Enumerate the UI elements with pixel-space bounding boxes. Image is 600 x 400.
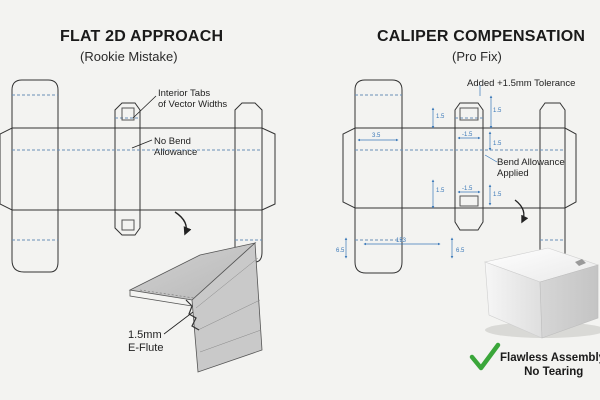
right-dieline [342,79,577,274]
dim-label: 6.5 [456,248,465,254]
interior-tabs-callout: Interior Tabs of Vector Widths [158,88,228,110]
left-dieline [0,79,276,273]
flute-callout: 1.5mm E-Flute [128,329,164,354]
tabs-leader [132,95,157,119]
dim-label: 3.5 [372,133,381,139]
dim-label: 1.5 [493,108,502,114]
no-bend-callout: No Bend Allowance [154,136,198,158]
dim-label: -1.5 [462,132,473,138]
bend-allowance-callout: Bend Allowance Applied [497,157,565,179]
dimension-labels: 3.5 -1.5 1.5 1.5 -1.5 1.5 1.5 153 6.5 6.… [336,108,502,254]
dim-label: -1.5 [462,186,473,192]
flute-leader [163,311,194,335]
checkmark-icon [469,342,501,371]
right-title: CALIPER COMPENSATION [377,28,586,45]
arrow-icon [514,199,529,224]
dim-label: 6.5 [336,248,345,254]
left-title: FLAT 2D APPROACH [60,28,224,45]
dim-label: 1.5 [436,114,445,120]
dim-label: 1.5 [436,188,445,194]
dim-label: 153 [396,238,407,244]
success-label: Flawless Assembly, No Tearing [500,352,600,378]
box-icon [483,247,600,339]
tearing-cardboard [128,242,263,373]
dim-label: 1.5 [493,192,502,198]
dim-label: 1.5 [493,141,502,147]
tolerance-callout: Added +1.5mm Tolerance [467,78,576,89]
dimension-lines [344,85,498,259]
bend-leader [131,139,153,149]
arrow-icon [174,211,192,236]
right-subtitle: (Pro Fix) [452,49,502,64]
left-subtitle: (Rookie Mistake) [80,49,178,64]
